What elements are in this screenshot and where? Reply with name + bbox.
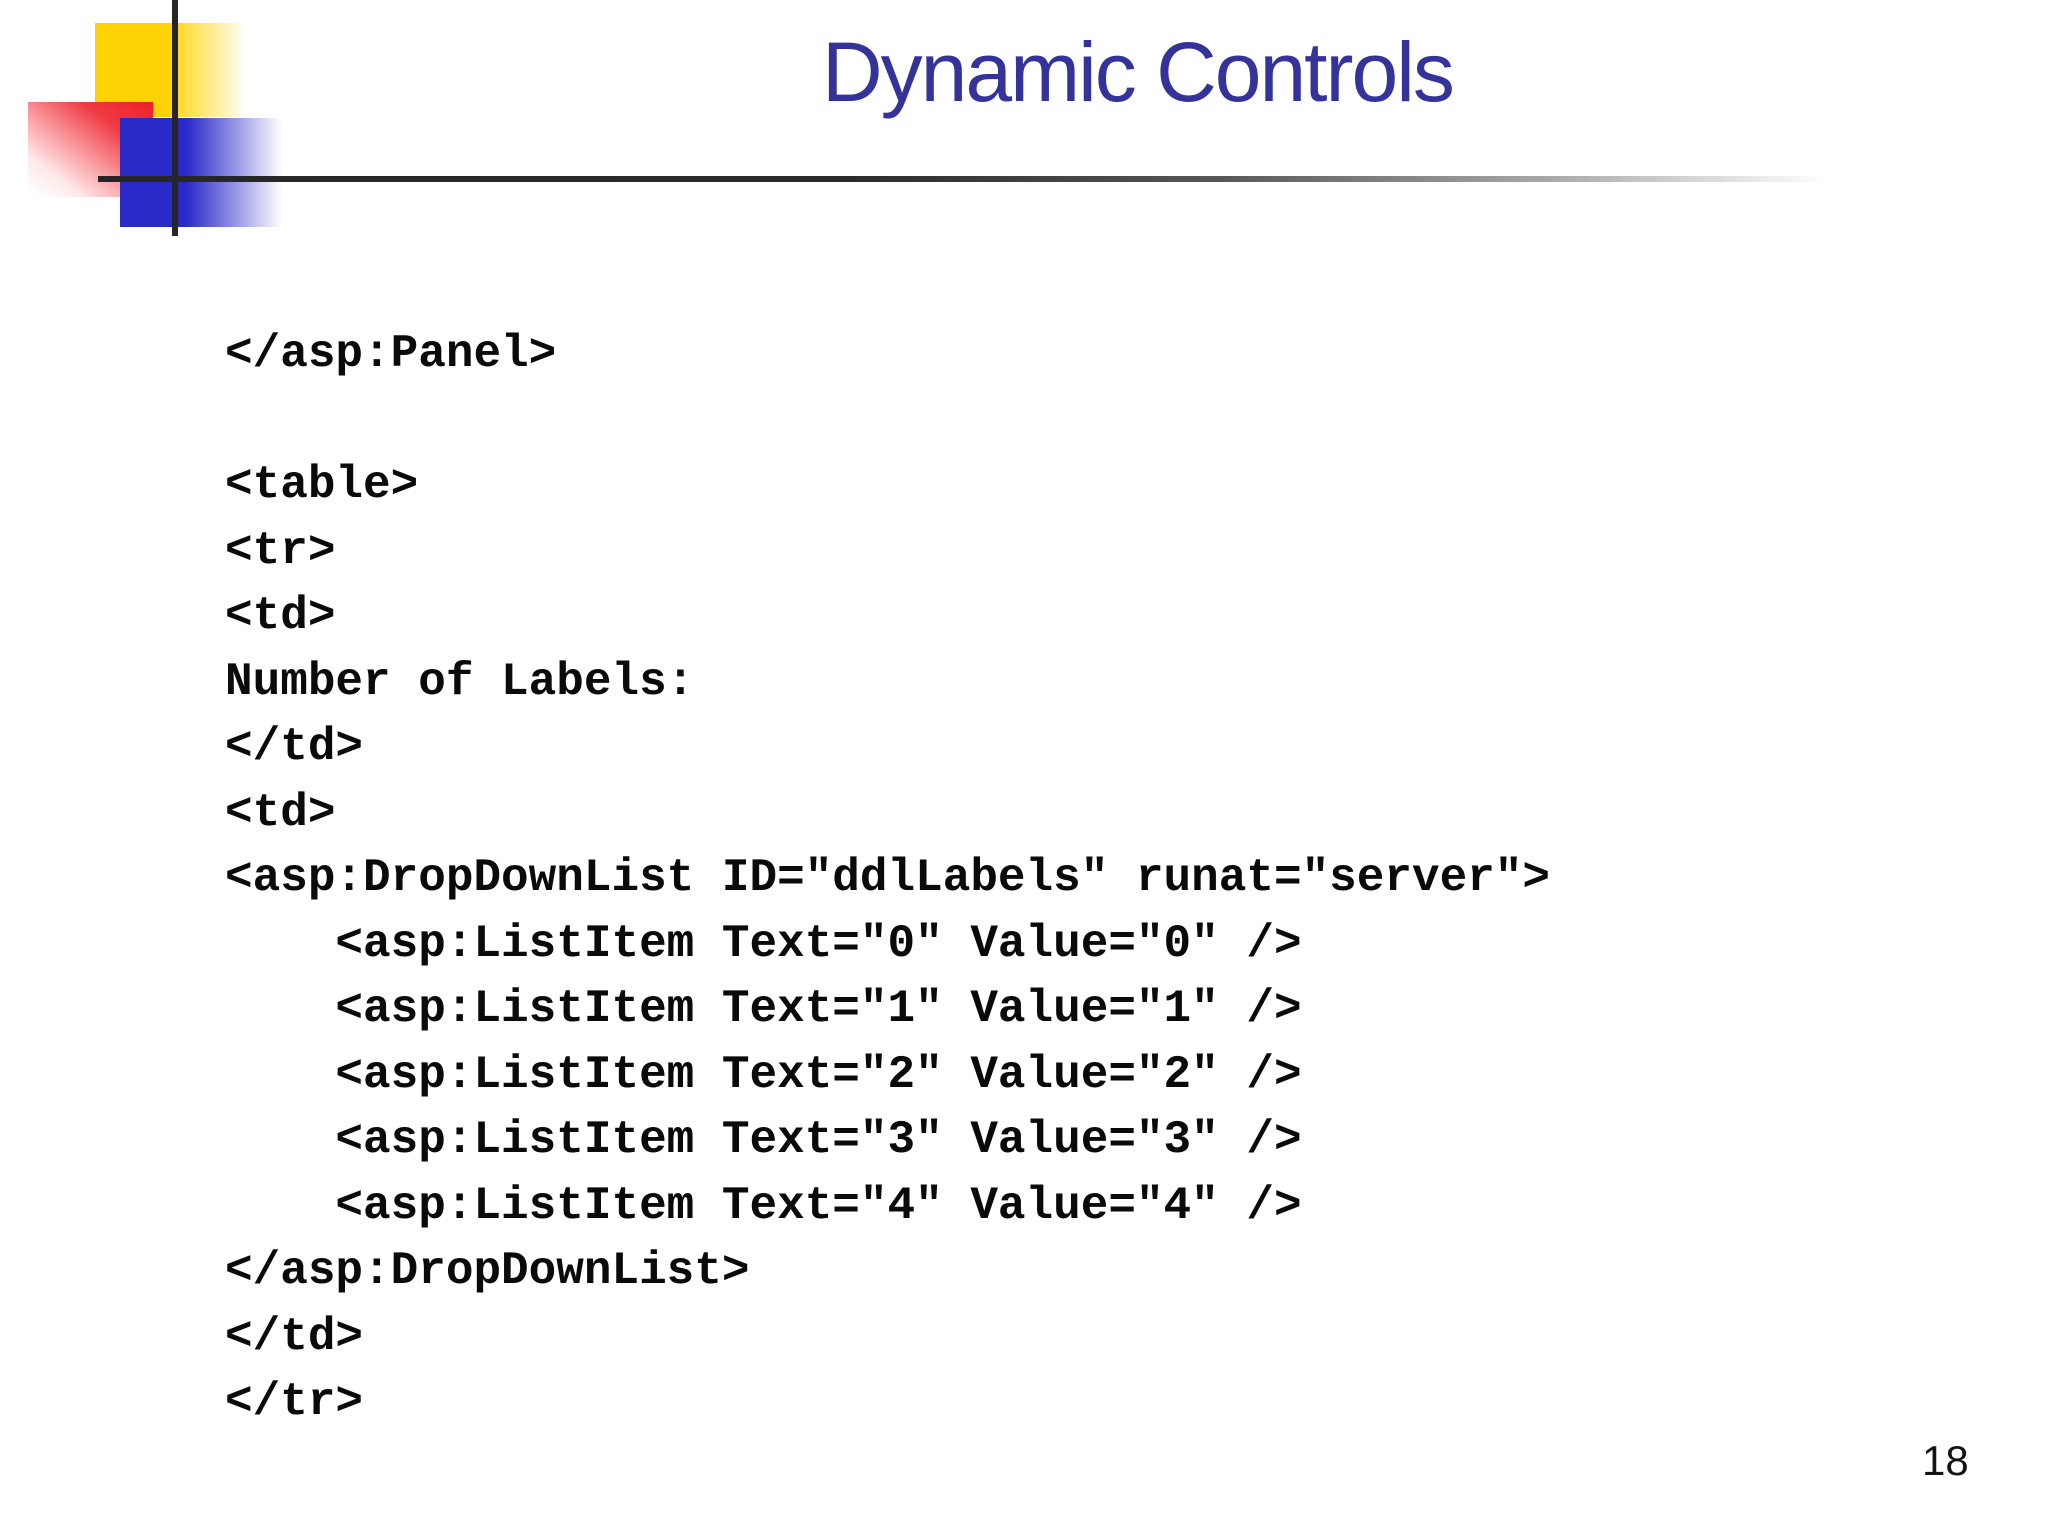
blue-square-decoration	[120, 118, 287, 227]
vertical-crosshair-line	[172, 0, 178, 236]
page-number: 18	[1922, 1437, 1969, 1484]
horizontal-rule-line	[98, 176, 1958, 182]
code-block: </asp:Panel> <table> <tr> <td> Number of…	[225, 328, 1551, 1428]
slide-title: Dynamic Controls	[822, 25, 1455, 119]
